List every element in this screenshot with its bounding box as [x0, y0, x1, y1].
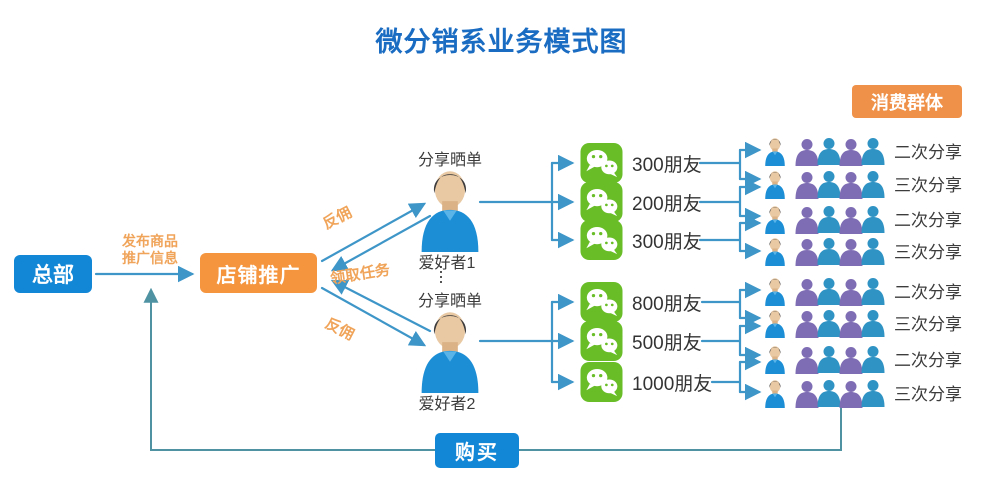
- share-label: 二次分享: [894, 351, 962, 370]
- fan1-name-label: 爱好者1: [418, 255, 476, 272]
- friends-count: 500朋友: [632, 332, 702, 354]
- purchase-loop-line: [143, 287, 842, 451]
- wechat-icon: [580, 320, 623, 362]
- person-icon: [762, 307, 788, 338]
- friends-count: 1000朋友: [632, 373, 713, 395]
- crowd-icon: [795, 238, 885, 266]
- crowd-icon: [795, 138, 885, 166]
- share-label: 三次分享: [894, 176, 962, 195]
- person-icon: [412, 162, 488, 252]
- share-row: 二次分享: [762, 135, 962, 166]
- wechat-row: 500朋友: [580, 320, 702, 362]
- person-icon: [762, 203, 788, 234]
- friends-count: 200朋友: [632, 193, 702, 215]
- friends-count: 300朋友: [632, 231, 702, 253]
- fan2-share-label: 分享晒单: [417, 293, 482, 310]
- person-icon: [762, 275, 788, 306]
- friends-count: 300朋友: [632, 154, 702, 176]
- share-row: 三次分享: [762, 307, 962, 338]
- publish-info-line2: 推广信息: [122, 250, 178, 266]
- wechat-icon: [580, 142, 623, 184]
- share-row: 二次分享: [762, 275, 962, 306]
- crowd-icon: [795, 206, 885, 234]
- publish-info-line1: 发布商品: [122, 233, 178, 249]
- share-row: 二次分享: [762, 343, 962, 374]
- person-icon: [762, 135, 788, 166]
- flow-arrows: [94, 141, 762, 401]
- share-label: 三次分享: [894, 385, 962, 404]
- wechat-row: 300朋友: [580, 219, 702, 261]
- wechat-icon: [580, 281, 623, 323]
- person-icon: [762, 343, 788, 374]
- share-label: 三次分享: [894, 315, 962, 334]
- wechat-row: 200朋友: [580, 181, 702, 223]
- person-icon: [762, 377, 788, 408]
- share-label: 三次分享: [894, 243, 962, 262]
- friends-count: 800朋友: [632, 293, 702, 315]
- share-row: 三次分享: [762, 168, 962, 199]
- share-label: 二次分享: [894, 143, 962, 162]
- page-title: 微分销系业务模式图: [375, 27, 628, 57]
- fan2-name-label: 爱好者2: [418, 396, 476, 413]
- wechat-row: 300朋友: [580, 142, 702, 184]
- crowd-icon: [795, 346, 885, 374]
- wechat-row: 1000朋友: [580, 361, 712, 403]
- crowd-icon: [795, 171, 885, 199]
- crowd-icon: [795, 310, 885, 338]
- fan1-share-label: 分享晒单: [417, 152, 482, 169]
- share-label: 二次分享: [894, 211, 962, 230]
- hq-node: 总部: [14, 255, 92, 293]
- person-icon: [412, 303, 488, 393]
- wechat-icon: [580, 219, 623, 261]
- consumer-group-badge: 消费群体: [852, 85, 962, 118]
- promo-node: 店铺推广: [200, 253, 317, 293]
- crowd-icon: [795, 278, 885, 306]
- share-row: 二次分享: [762, 203, 962, 234]
- wechat-icon: [580, 361, 623, 403]
- wechat-icon: [580, 181, 623, 223]
- person-icon: [762, 235, 788, 266]
- buy-node: 购买: [435, 433, 519, 468]
- share-row: 三次分享: [762, 235, 962, 266]
- share-row: 三次分享: [762, 377, 962, 408]
- share-label: 二次分享: [894, 283, 962, 302]
- wechat-row: 800朋友: [580, 281, 702, 323]
- crowd-icon: [795, 380, 885, 408]
- publish-info-label: 发布商品 推广信息: [103, 233, 197, 267]
- person-icon: [762, 168, 788, 199]
